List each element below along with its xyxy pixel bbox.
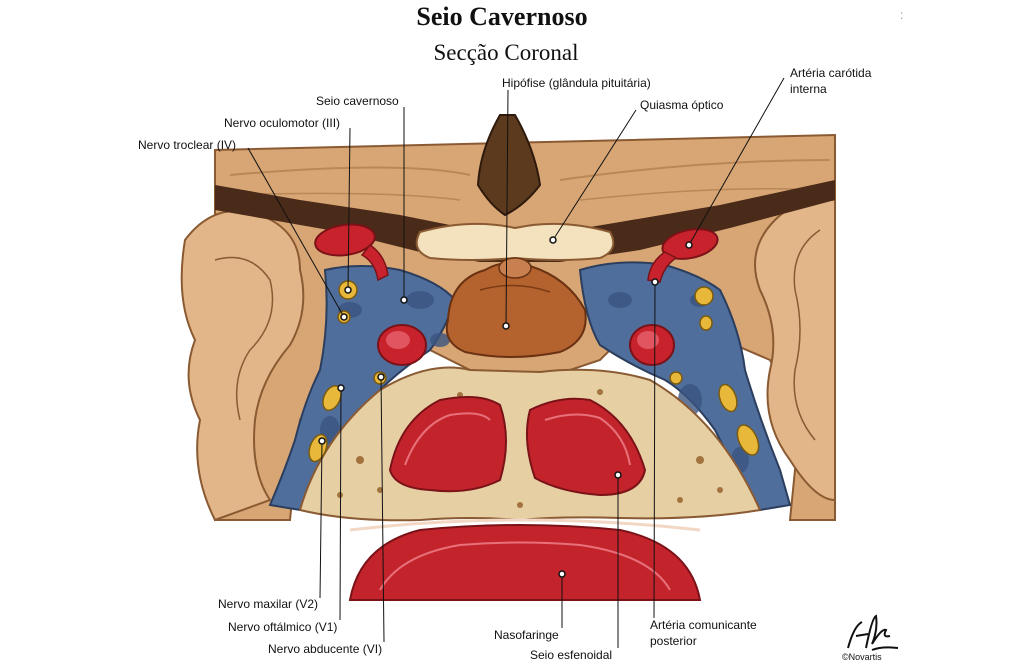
pointer-dots [318,236,693,578]
label-comunicante-line2: posterior [650,634,697,648]
pituitary-stalk [476,114,542,217]
publisher-mark: ©Novartis [842,652,882,662]
right-gyri [754,198,836,502]
label-seio-cavernoso: Seio cavernoso [316,94,399,108]
label-comunicante-line1: Artéria comunicante [650,618,757,632]
label-oftalmico: Nervo oftálmico (V1) [228,620,338,634]
left-sphenoidal-sinus [388,395,507,493]
label-oculomotor: Nervo oculomotor (III) [224,116,341,130]
artist-signature [847,614,899,651]
pituitary-gland [445,261,587,358]
label-carotida-line2: interna [790,82,827,96]
label-nasofaringe: Nasofaringe [494,628,559,642]
label-maxilar: Nervo maxilar (V2) [218,597,319,611]
left-carotid-upper [314,223,389,282]
label-troclear: Nervo troclear (IV) [138,138,237,152]
right-sphenoidal-sinus [526,397,647,497]
label-abducente: Nervo abducente (VI) [268,642,383,656]
label-quiasma: Quiasma óptico [640,98,724,112]
label-carotida-line1: Artéria carótida [790,66,872,80]
corner-mark: : [900,8,904,22]
label-hipofise: Hipófise (glândula pituitária) [502,76,651,90]
label-esfenoidal: Seio esfenoidal [530,648,613,662]
leader-lines [247,77,785,648]
optic-chiasm [415,222,615,261]
nasopharynx [348,524,702,601]
diagram-subtitle: Secção Coronal [433,40,579,65]
pituitary-top [498,257,532,279]
diagram-title: Seio Cavernoso [416,2,588,31]
